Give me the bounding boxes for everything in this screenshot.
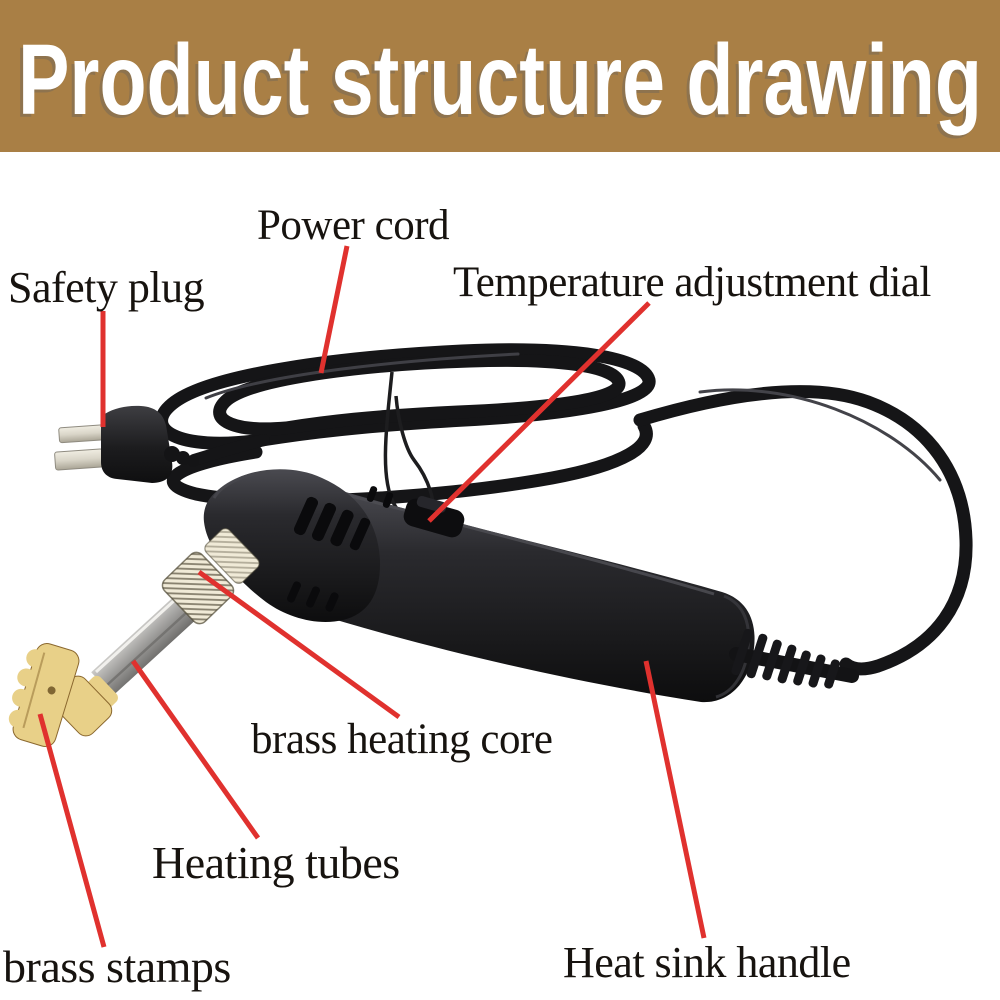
label-power-cord: Power cord bbox=[257, 202, 450, 249]
cord-loop-inner bbox=[213, 353, 626, 436]
brass-heating-core-nut bbox=[161, 551, 235, 625]
title-banner: Product structure drawing Product struct… bbox=[0, 0, 1000, 152]
power-cord-coil bbox=[155, 343, 656, 508]
strain-relief-rib bbox=[824, 659, 840, 689]
vent-slot-small bbox=[325, 592, 339, 612]
leader-line-heat-sink-handle bbox=[643, 660, 707, 939]
strain-relief-rib bbox=[762, 639, 782, 681]
label-heating-tubes: Heating tubes bbox=[152, 837, 400, 888]
vent-slot-tiny bbox=[366, 486, 378, 502]
vent-slot-small bbox=[286, 581, 302, 603]
leader-line-temperature-dial bbox=[427, 301, 651, 523]
leader-line-brass-heating-core bbox=[197, 569, 401, 720]
stamp-face bbox=[8, 642, 80, 748]
strain-relief-rib bbox=[746, 633, 768, 679]
cord-loop-outer bbox=[155, 343, 656, 450]
cord-highlight bbox=[204, 352, 520, 400]
plug-body bbox=[101, 405, 173, 483]
plug-strain-relief bbox=[164, 446, 199, 467]
page-title: Product structure drawing bbox=[18, 24, 982, 136]
leader-lines bbox=[37, 245, 707, 948]
handle-shell bbox=[276, 488, 755, 703]
vent-slot-small bbox=[305, 586, 321, 608]
brass-stamp bbox=[8, 642, 118, 748]
plug-prong-lower bbox=[54, 448, 104, 471]
vent-slot-tiny bbox=[382, 492, 394, 508]
plug-prong-upper bbox=[58, 424, 104, 444]
leader-line-brass-stamps bbox=[37, 713, 107, 948]
strain-relief-rib bbox=[793, 650, 811, 686]
strain-relief-rib bbox=[808, 654, 826, 688]
tube-seam bbox=[105, 601, 199, 687]
label-temperature-dial: Temperature adjustment dial bbox=[453, 259, 931, 306]
leader-line-heating-tubes bbox=[130, 659, 261, 840]
label-brass-stamps: brass stamps bbox=[3, 941, 231, 992]
handle-head bbox=[203, 469, 381, 622]
head-edge-highlight bbox=[212, 470, 271, 499]
safety-plug bbox=[54, 405, 270, 483]
cord-arc-highlight bbox=[698, 388, 942, 482]
page-title-shadow: Product structure drawing bbox=[15, 27, 979, 139]
tube-barrel bbox=[91, 586, 207, 696]
strain-relief-rib bbox=[777, 644, 797, 684]
heating-tube bbox=[91, 586, 207, 696]
vent-slot bbox=[311, 502, 337, 542]
plug-cord bbox=[188, 434, 270, 466]
head-shell bbox=[203, 469, 381, 622]
label-heat-sink-handle: Heat sink handle bbox=[563, 938, 851, 987]
leader-line-power-cord bbox=[318, 245, 350, 374]
label-brass-heating-core: brass heating core bbox=[251, 716, 553, 763]
power-cord-arc bbox=[633, 385, 973, 676]
strain-relief-rib bbox=[731, 628, 753, 676]
vent-slot bbox=[293, 496, 319, 536]
handle-top-highlight bbox=[343, 492, 715, 596]
collar bbox=[204, 528, 260, 584]
tube-bright-edge bbox=[94, 586, 190, 674]
cooling-vents bbox=[286, 486, 394, 612]
vent-slot bbox=[330, 509, 354, 547]
strain-relief bbox=[729, 628, 859, 689]
title-banner-art: Product structure drawing Product struct… bbox=[15, 24, 982, 139]
label-safety-plug: Safety plug bbox=[8, 263, 205, 312]
vent-slot bbox=[349, 517, 371, 551]
